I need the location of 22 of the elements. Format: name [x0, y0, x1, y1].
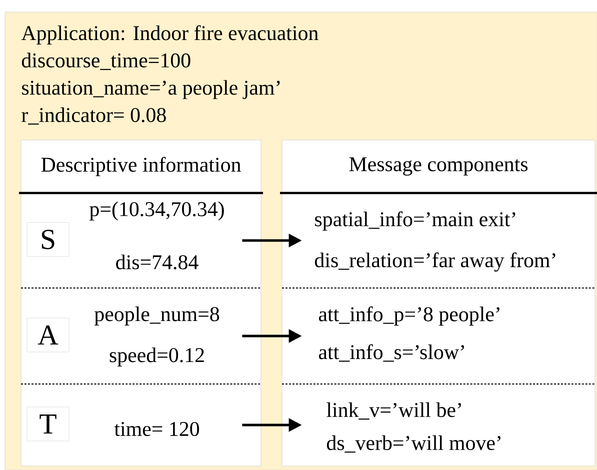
header-text: discourse_time=100: [22, 52, 190, 70]
letter-box: S: [26, 222, 70, 257]
value-text: speed=0.12: [110, 348, 204, 366]
header-text: Application: Indoor fire evacuation: [21, 25, 318, 44]
value-text: people_num=8: [94, 306, 220, 326]
value-text: dis_relation=’far away from’: [314, 252, 556, 272]
value-text: link_v=’will be’: [326, 402, 461, 420]
letter-box: T: [26, 406, 70, 442]
value-text: dis=74.84: [116, 254, 198, 270]
value-text: att_info_p=’8 people’: [318, 306, 500, 326]
node-text: spatial_info=’main exit’ dis_relation=’far away from’: [314, 211, 556, 272]
header-text: r_indicator= 0.08: [22, 107, 166, 125]
value-text: time= 120: [114, 422, 200, 436]
value-text: spatial_info=’main exit’: [315, 211, 516, 231]
value-text: ds_verb=’will move’: [326, 435, 500, 453]
node-text: link_v=’will be’ ds_verb=’will move’: [326, 402, 500, 453]
letter-box: A: [26, 318, 70, 352]
header-text: situation_name=’a people jam’: [22, 80, 280, 100]
value-text: att_info_s=’slow’: [318, 344, 464, 362]
node-text: att_info_p=’8 people’ att_info_s=’slow’: [318, 306, 500, 362]
node-text: people_num=8 speed=0.12: [94, 306, 220, 366]
value-text: p=(10.34,70.34): [90, 202, 224, 220]
